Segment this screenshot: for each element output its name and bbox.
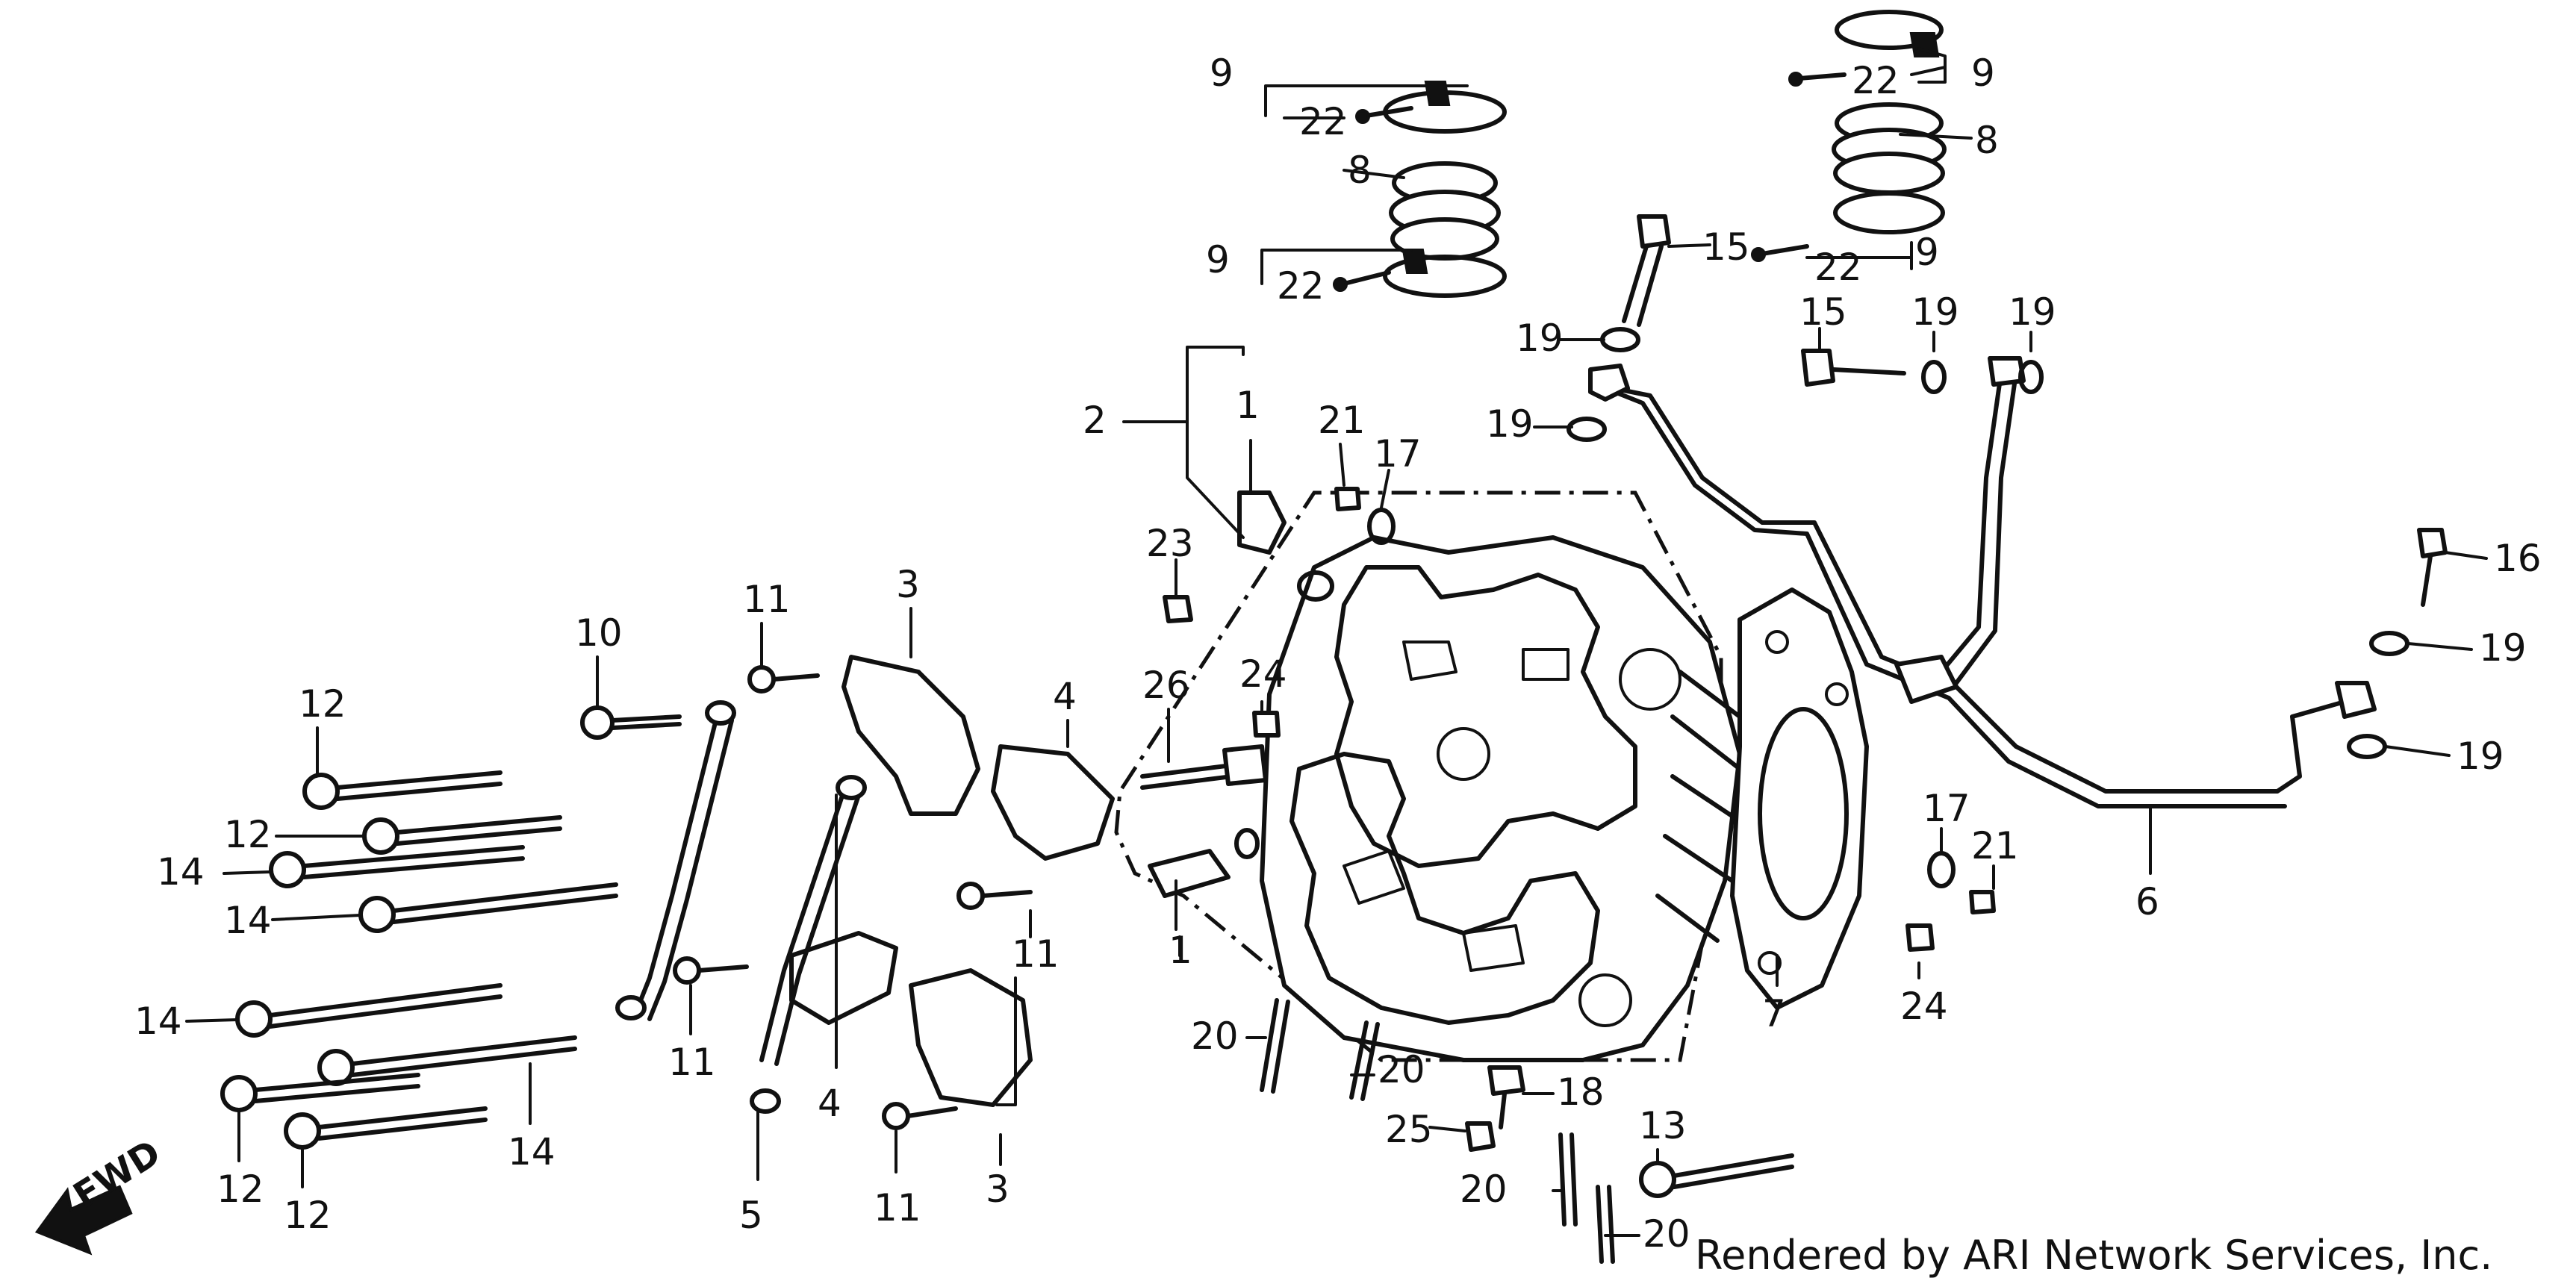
callout: 13 (1639, 1104, 1687, 1147)
leader-lines (185, 47, 2488, 1237)
callout: 17 (1374, 432, 1422, 476)
callout: 23 (1146, 522, 1194, 565)
callout: 12 (299, 682, 346, 726)
callout: 8 (1975, 119, 1999, 162)
callout: 11 (1012, 932, 1060, 976)
callout: 20 (1643, 1212, 1690, 1256)
callout: 11 (874, 1186, 921, 1229)
fittings (1140, 487, 1996, 952)
callout: 22 (1277, 264, 1325, 308)
callout: 3 (986, 1168, 1009, 1211)
callout: 9 (1971, 52, 1995, 95)
fwd-arrow: FWD (34, 1132, 168, 1256)
callout: 14 (224, 899, 272, 942)
bolts-11 (673, 665, 1033, 1130)
callout: 3 (896, 563, 920, 606)
callout: 15 (1702, 225, 1750, 269)
callout: 20 (1378, 1048, 1425, 1091)
callout: 25 (1385, 1108, 1433, 1151)
callout: 12 (217, 1168, 264, 1211)
studs (1260, 998, 1615, 1264)
callout: 24 (1239, 652, 1287, 696)
callout: 19 (1516, 317, 1564, 360)
callout: 4 (1053, 675, 1077, 718)
callout: 8 (1348, 149, 1372, 192)
insulator-right (1832, 10, 1947, 234)
callout: 17 (1923, 787, 1970, 830)
callout: 6 (2135, 880, 2159, 923)
callout: 9 (1915, 231, 1939, 274)
callout-numbers: 9 22 8 9 22 9 22 8 9 22 15 15 19 19 19 1… (134, 52, 2542, 1256)
callout: 12 (284, 1194, 332, 1237)
callout: 21 (1971, 824, 2019, 867)
callout: 22 (1814, 246, 1862, 289)
callout: 14 (134, 1000, 182, 1043)
callout: 21 (1318, 399, 1366, 442)
callout: 18 (1557, 1070, 1605, 1114)
head-bolts (220, 705, 1794, 1198)
callout: 26 (1142, 664, 1190, 707)
callout: 2 (1083, 399, 1107, 442)
callout: 20 (1191, 1014, 1239, 1058)
callout: 12 (224, 813, 272, 856)
callout: 1 (1169, 929, 1192, 972)
callout: 4 (818, 1082, 841, 1125)
callout: 15 (1799, 290, 1847, 334)
callout: 14 (157, 850, 205, 894)
callout: 19 (1911, 290, 1959, 334)
callout: 11 (743, 578, 791, 621)
head-gasket (1730, 587, 1869, 1010)
callout: 19 (2457, 735, 2504, 778)
callout: 22 (1852, 59, 1900, 102)
callout: 1 (1236, 384, 1260, 427)
callout: 24 (1900, 985, 1948, 1028)
callout: 22 (1299, 100, 1347, 143)
callout: 16 (2494, 537, 2542, 580)
cylinder-head (1114, 490, 1742, 1062)
callout: 5 (739, 1194, 763, 1237)
callout: 9 (1206, 238, 1230, 281)
callout: 9 (1210, 52, 1233, 95)
callout: 19 (2009, 290, 2056, 334)
oil-pipe (1588, 356, 2377, 808)
callout: 19 (2479, 626, 2527, 670)
callout: 7 (1762, 992, 1786, 1035)
insulator-left (1383, 81, 1507, 298)
callout: 11 (668, 1041, 716, 1084)
callout: 10 (575, 611, 623, 655)
callout: 14 (508, 1130, 556, 1174)
screws-22 (1333, 72, 1847, 292)
rocker-brackets (615, 655, 1115, 1114)
callout: 20 (1460, 1168, 1508, 1211)
callout: 19 (1486, 402, 1534, 446)
credit-text: Rendered by ARI Network Services, Inc. (1695, 1232, 2492, 1279)
